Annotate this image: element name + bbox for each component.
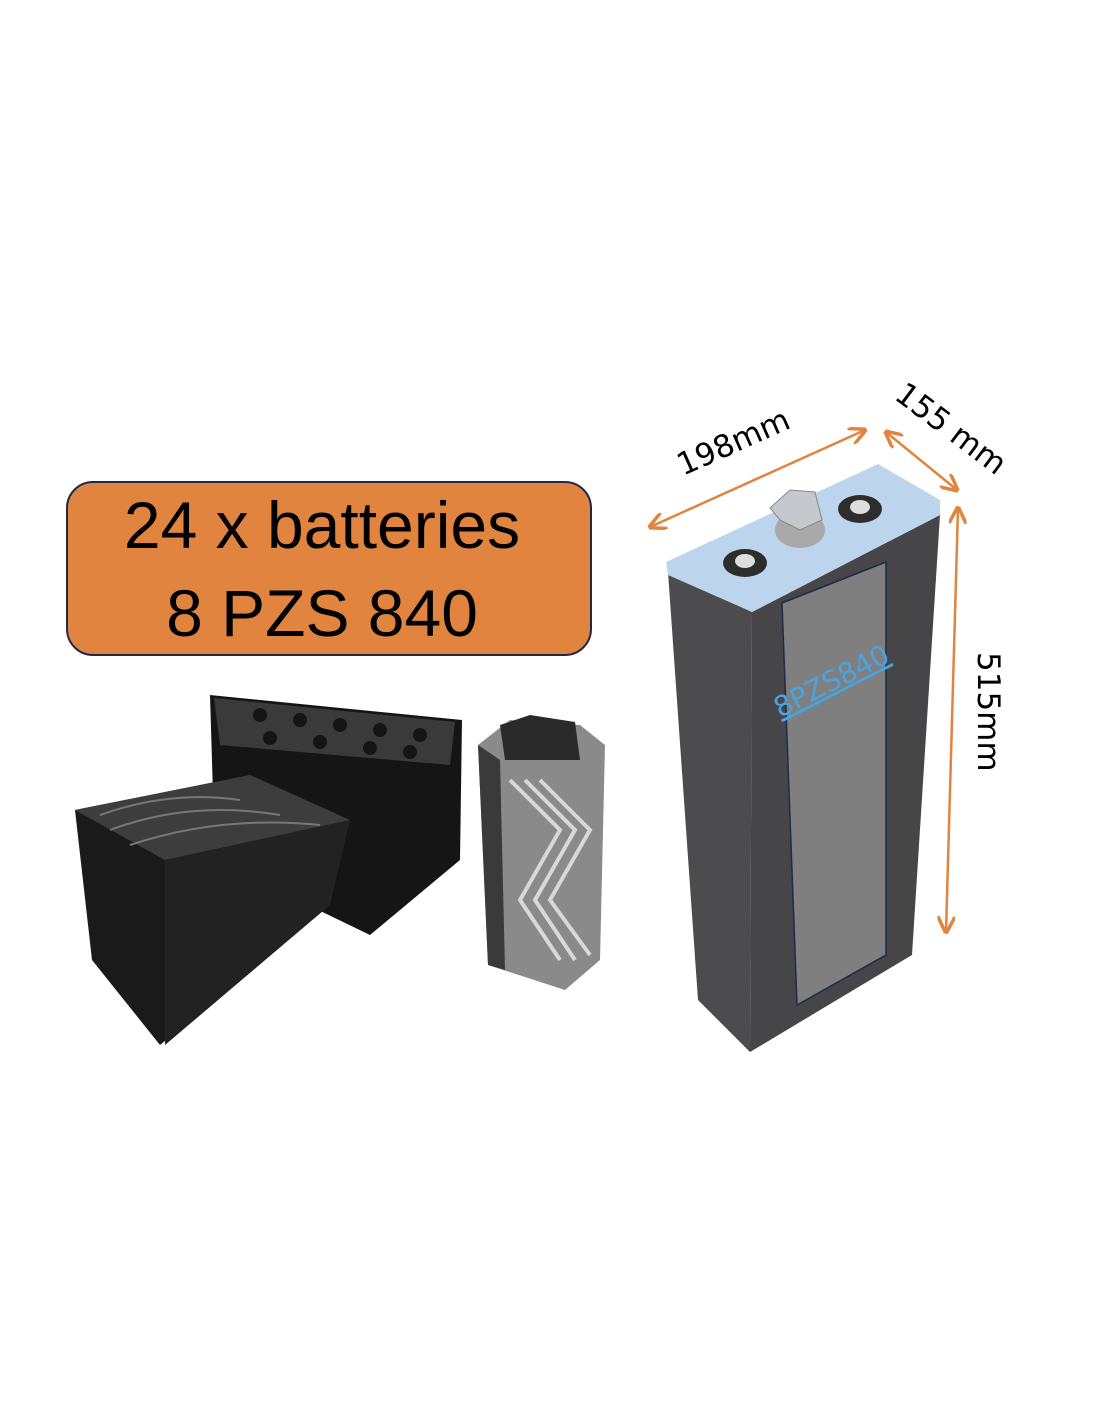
- cell-label-panel: [781, 560, 887, 1007]
- title-banner: 24 x batteries 8 PZS 840: [66, 481, 592, 656]
- terminal-post-icon: [838, 495, 882, 523]
- height-dimension-arrow: [946, 508, 958, 932]
- width-dimension-arrow: [650, 430, 865, 527]
- terminal-post-icon: [723, 549, 767, 577]
- battery-model-text: 8 PZS 840: [166, 576, 478, 650]
- depth-dimension-label: 155 mm: [888, 376, 1013, 483]
- cell-front-face: [668, 572, 752, 1052]
- battery-count-text: 24 x batteries: [124, 488, 520, 562]
- single-cell-diagram: 8PZS840 198mm 155 mm 515mm: [650, 376, 1013, 1052]
- height-dimension-label: 515mm: [970, 652, 1006, 772]
- cell-cutaway-image: [478, 715, 605, 990]
- depth-dimension-arrow: [886, 432, 957, 490]
- battery-pack-front-image: [75, 775, 350, 1045]
